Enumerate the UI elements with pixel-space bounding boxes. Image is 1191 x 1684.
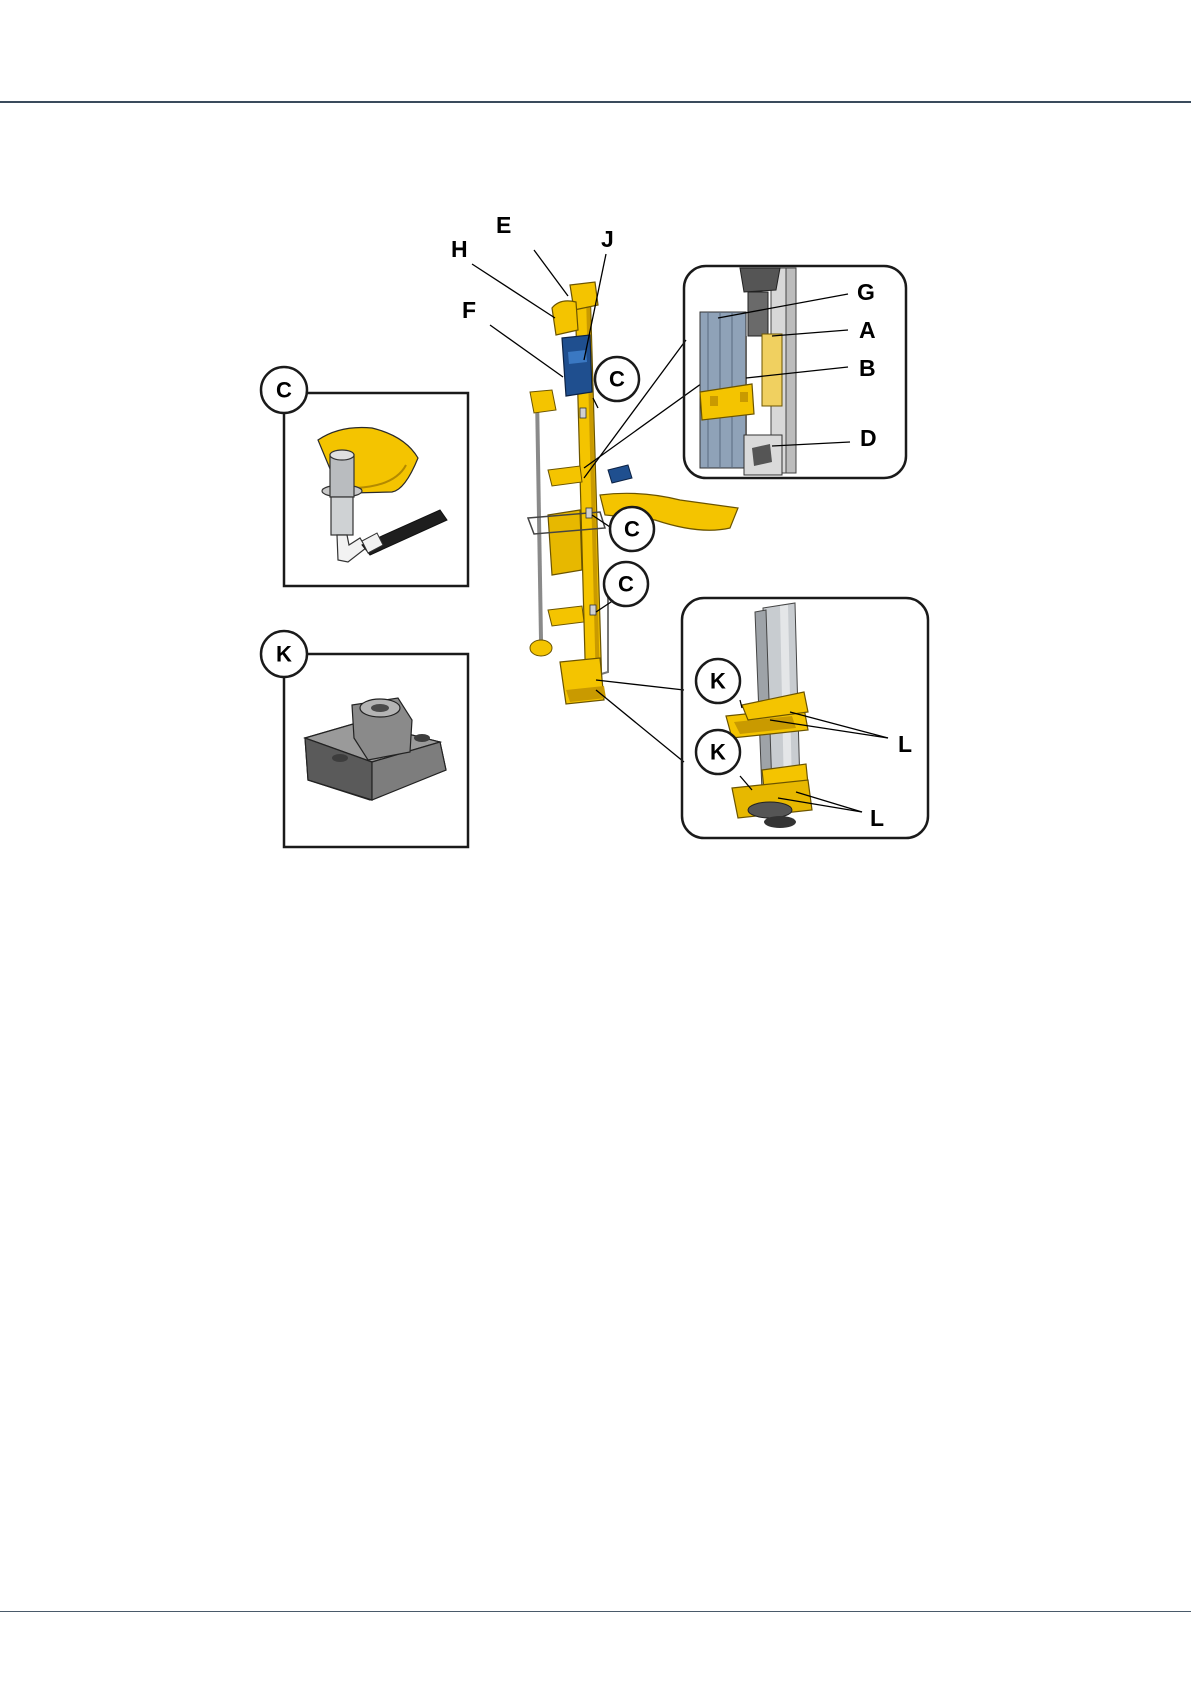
inset-upper-detail: G A B D xyxy=(684,266,906,478)
callout-l-2: L xyxy=(870,805,884,831)
leader-h xyxy=(472,264,555,318)
callout-e: E xyxy=(496,212,511,238)
callout-k-1-label: K xyxy=(710,669,726,694)
callout-c-2-label: C xyxy=(624,517,640,542)
proximity-sensor-icon xyxy=(318,428,447,563)
callout-h: H xyxy=(451,236,468,262)
callout-g: G xyxy=(857,279,875,305)
callout-k-2-label: K xyxy=(710,740,726,765)
callout-c-sensor-label: C xyxy=(276,378,292,403)
leader-e xyxy=(534,250,568,296)
leader-k-1 xyxy=(740,700,742,708)
inset-block-detail: K xyxy=(261,631,468,847)
callout-d: D xyxy=(860,425,877,451)
leader-lower-a xyxy=(596,680,684,690)
callout-c-1-label: C xyxy=(609,367,625,392)
callout-a: A xyxy=(859,317,876,343)
centralizer-detail-icon xyxy=(726,603,812,828)
inset-lower-detail: K K L L xyxy=(682,598,928,838)
callout-f: F xyxy=(462,297,476,323)
leader-b xyxy=(746,367,848,378)
leader-f xyxy=(490,325,563,377)
inset-sensor-detail: C xyxy=(261,367,468,586)
callout-b: B xyxy=(859,355,876,381)
callout-l-1: L xyxy=(898,731,912,757)
callout-j: J xyxy=(601,226,614,252)
callout-c-3-label: C xyxy=(618,572,634,597)
callout-k-block-label: K xyxy=(276,642,292,667)
rubber-block-icon xyxy=(305,698,446,800)
top-cradle xyxy=(552,301,578,335)
rod-guide-detail-icon xyxy=(700,268,796,475)
leader-lower-b xyxy=(596,690,684,762)
